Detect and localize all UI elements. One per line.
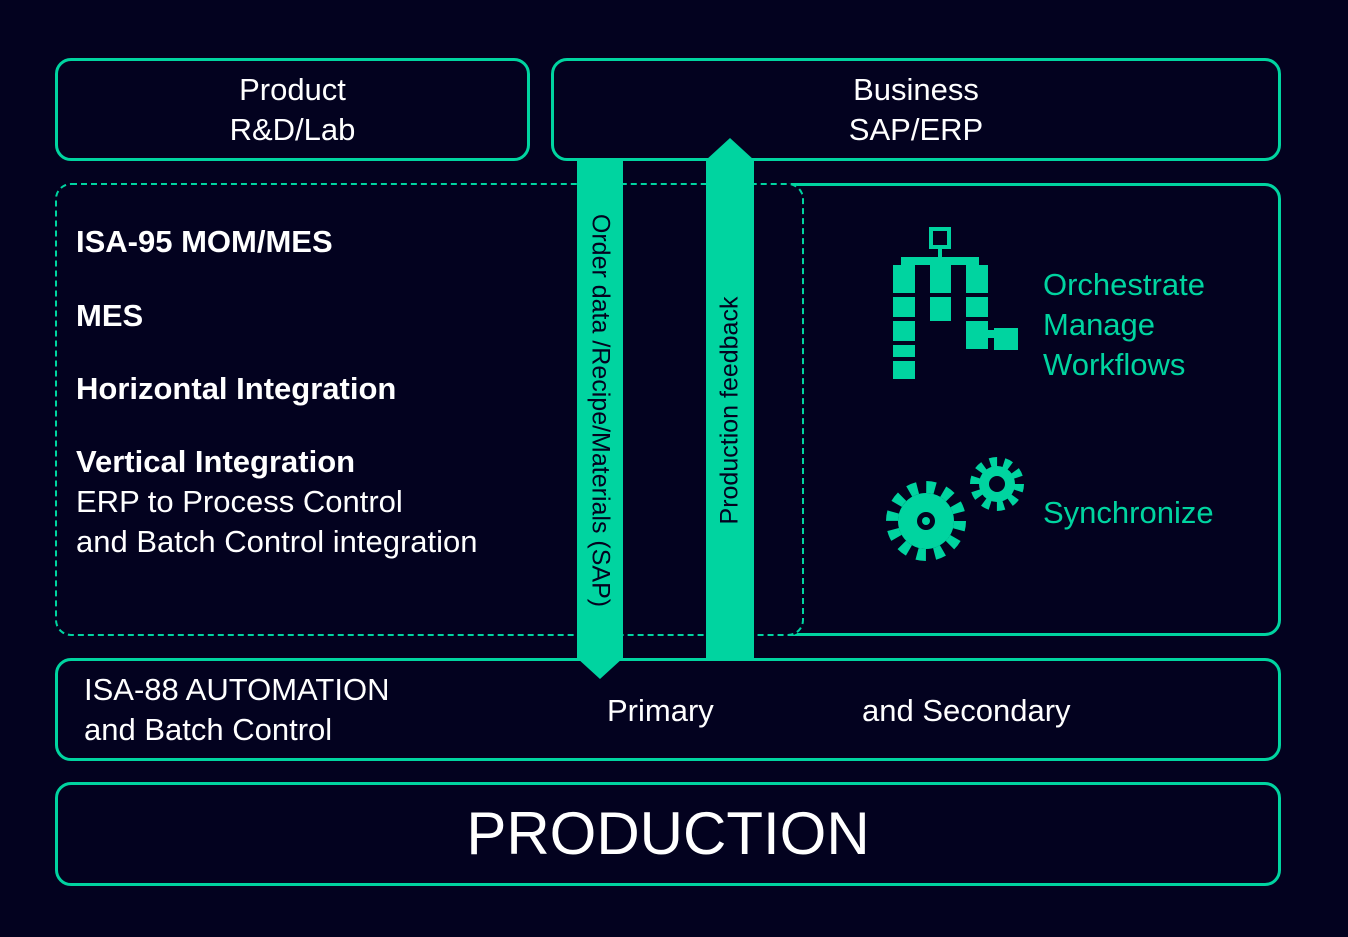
- gears-icon: [886, 457, 1024, 561]
- workflow-tree-icon: [893, 227, 1018, 379]
- isa95-heading: ISA-95 MOM/MES: [76, 224, 333, 259]
- mes-heading: MES: [76, 298, 144, 333]
- horizontal-integration-heading: Horizontal Integration: [76, 371, 397, 406]
- workflows-label: Workflows: [1043, 347, 1186, 382]
- production-feedback-up-arrow: [706, 138, 754, 658]
- business-sap-erp-box: Business SAP/ERP: [551, 58, 1281, 161]
- order-data-label: Order data /Recipe/Materials (SAP): [586, 213, 615, 608]
- production-label: PRODUCTION: [466, 800, 870, 867]
- production-feedback-label: Production feedback: [715, 296, 744, 525]
- secondary-label: and Secondary: [862, 693, 1071, 728]
- batch-control-label: and Batch Control: [84, 712, 333, 747]
- sap-erp-label: SAP/ERP: [848, 111, 984, 147]
- business-label: Business: [853, 71, 979, 107]
- synchronize-label: Synchronize: [1043, 495, 1214, 530]
- rd-lab-label: R&D/Lab: [229, 111, 356, 147]
- primary-label: Primary: [607, 693, 714, 728]
- erp-process-control-text: ERP to Process Control: [76, 484, 403, 519]
- orchestrate-label: Orchestrate: [1043, 267, 1205, 302]
- product-rd-lab-box: Product R&D/Lab: [55, 58, 530, 161]
- vertical-integration-heading: Vertical Integration: [76, 444, 356, 479]
- automation-box: [55, 658, 1281, 761]
- order-data-down-arrow: [577, 160, 623, 679]
- batch-control-integration-text: and Batch Control integration: [76, 524, 478, 559]
- production-box: PRODUCTION: [55, 782, 1281, 886]
- product-label: Product: [239, 71, 346, 107]
- manage-label: Manage: [1043, 307, 1156, 342]
- mes-dashed-box: [55, 183, 804, 636]
- isa88-label: ISA-88 AUTOMATION: [84, 672, 390, 707]
